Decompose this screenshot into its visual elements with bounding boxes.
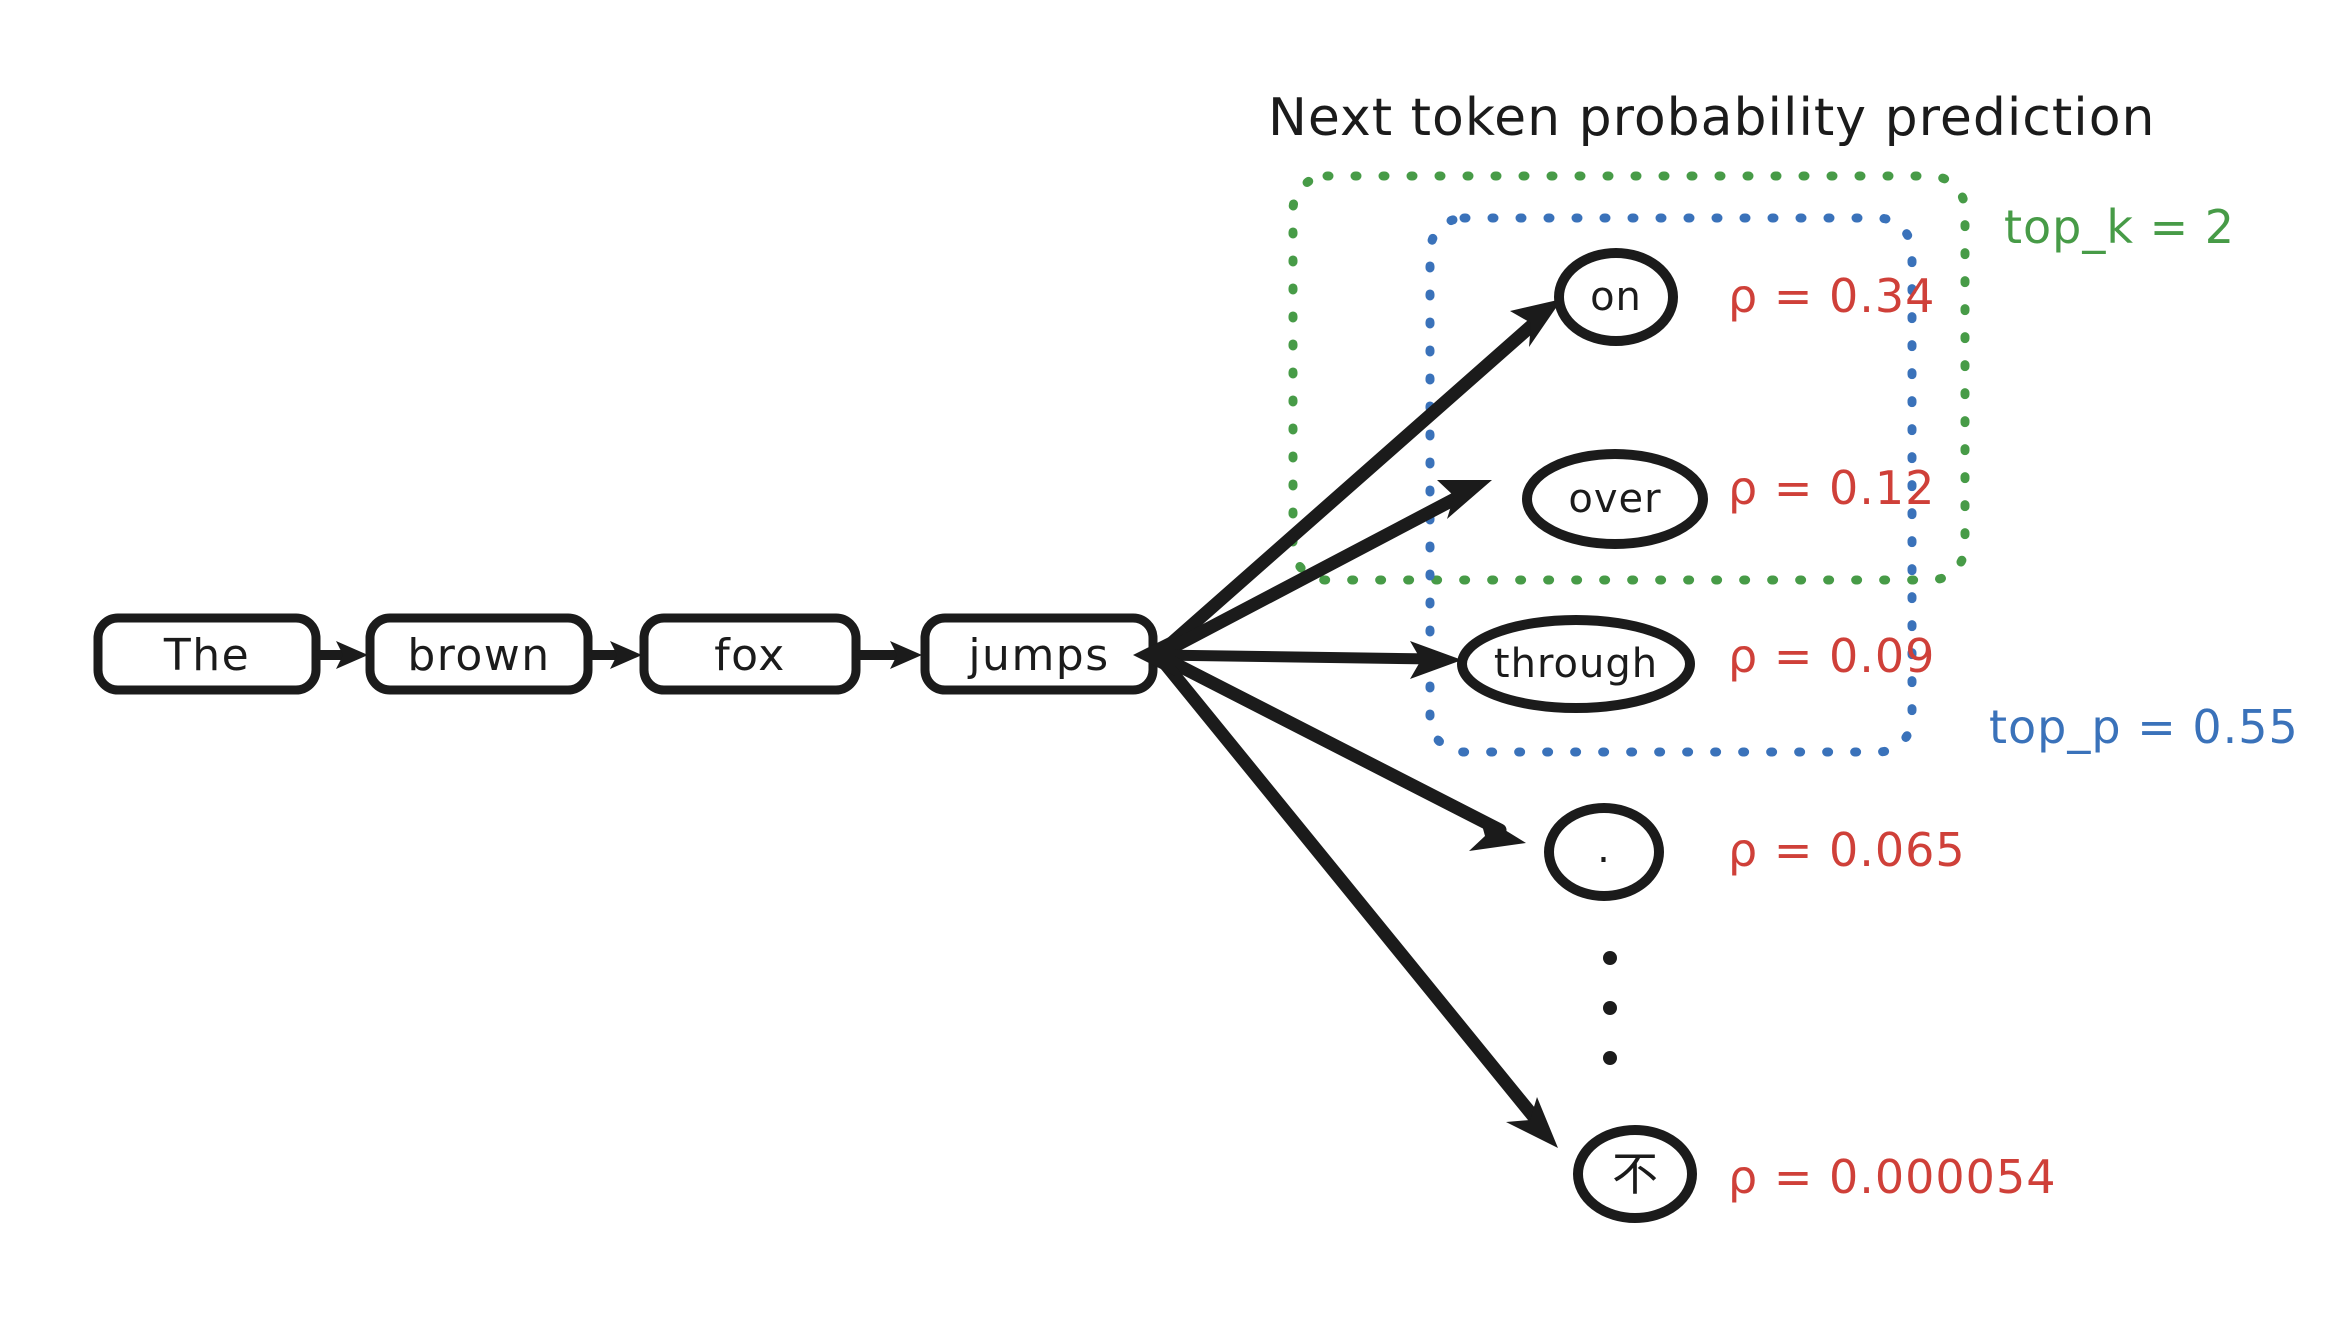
candidate-ellipse-through[interactable] — [1457, 615, 1695, 713]
candidate-label-through: through — [1494, 641, 1658, 687]
prompt-arrow-0 — [313, 641, 368, 669]
top-p-dotted-box — [1425, 213, 1917, 757]
probability-label-over: ρ = 0.12 — [1728, 461, 1935, 515]
probability-label-cjk: ρ = 0.000054 — [1728, 1150, 2056, 1204]
probability-label-through: ρ = 0.09 — [1728, 629, 1935, 683]
fanout-arrow-on — [1151, 299, 1562, 662]
ellipsis-dot-0 — [1603, 951, 1617, 965]
top-k-annotation-label: top_k = 2 — [2004, 200, 2235, 254]
fanout-arrow-cjk — [1151, 648, 1558, 1148]
candidate-label-over: over — [1568, 476, 1661, 522]
fanout-arrows — [1133, 299, 1562, 1148]
top-k-dotted-box — [1288, 171, 1970, 585]
token-label-fox: fox — [714, 630, 786, 681]
ellipsis-dot-1 — [1603, 1001, 1617, 1015]
candidate-label-cjk: 不 — [1612, 1147, 1658, 1201]
candidate-ellipses — [1457, 248, 1708, 1223]
probability-label-period: ρ = 0.065 — [1728, 823, 1966, 877]
page-title: Next token probability prediction — [1268, 88, 2155, 148]
candidate-ellipse-on[interactable] — [1554, 248, 1678, 346]
candidate-label-period: . — [1597, 826, 1611, 872]
fanout-arrow-over — [1151, 480, 1492, 662]
candidate-ellipse-cjk[interactable] — [1573, 1125, 1697, 1223]
fanout-arrow-through — [1152, 641, 1462, 679]
token-label-jumps: jumps — [967, 630, 1109, 681]
token-label-the: The — [163, 630, 250, 681]
vertical-ellipsis — [1603, 951, 1617, 1065]
prompt-arrow-2 — [853, 641, 922, 669]
probability-label-on: ρ = 0.34 — [1728, 269, 1935, 323]
fanout-arrow-period — [1151, 648, 1526, 851]
candidate-ellipse-over[interactable] — [1522, 449, 1708, 549]
token-label-brown: brown — [407, 630, 550, 681]
candidate-label-on: on — [1590, 274, 1642, 320]
candidate-ellipse-period[interactable] — [1544, 803, 1664, 901]
ellipsis-dot-2 — [1603, 1051, 1617, 1065]
top-p-annotation-label: top_p = 0.55 — [1989, 700, 2299, 754]
prompt-connector-arrows — [313, 641, 922, 669]
prompt-arrow-1 — [585, 641, 642, 669]
